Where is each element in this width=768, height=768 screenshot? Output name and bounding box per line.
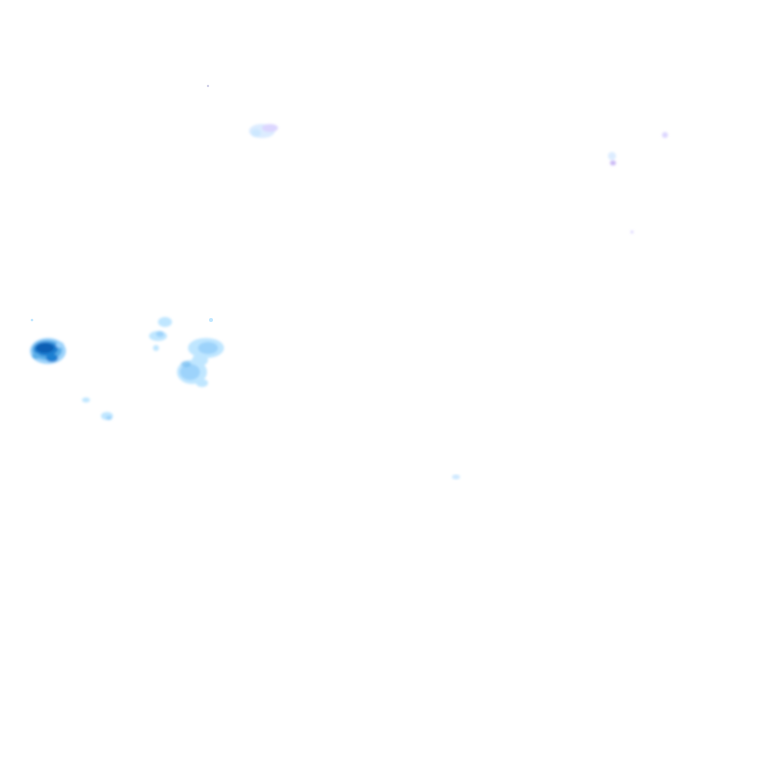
echo-cell-east-speck — [452, 474, 460, 480]
echo-cell-north — [249, 124, 278, 138]
echo-speck — [206, 84, 210, 88]
echo-speck — [30, 318, 34, 322]
echo-speck — [209, 318, 213, 322]
echo-cell-southwest — [82, 397, 113, 420]
echo-cell-west-center — [177, 338, 224, 387]
echo-cell-west-strong — [30, 338, 66, 364]
echo-cell-west-upper — [149, 317, 172, 351]
echo-cell-northeast — [608, 132, 668, 234]
